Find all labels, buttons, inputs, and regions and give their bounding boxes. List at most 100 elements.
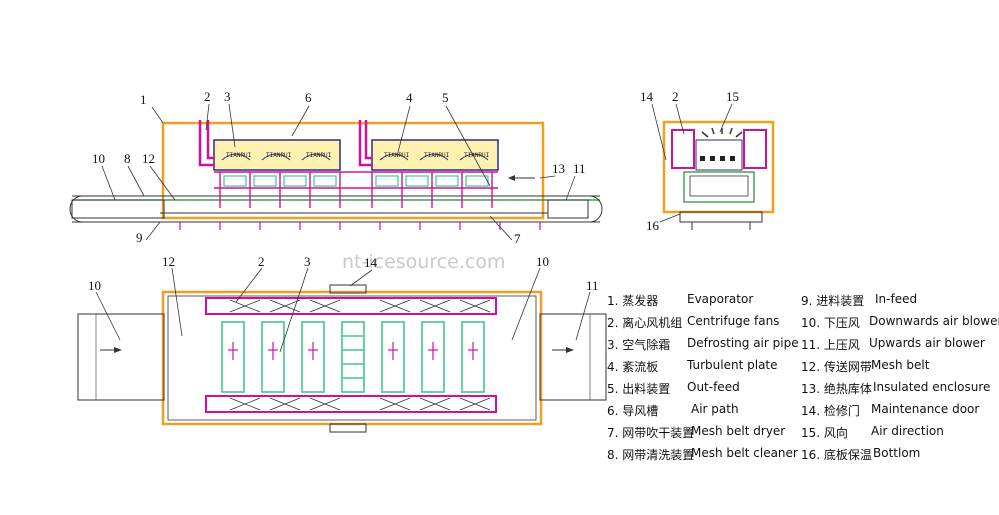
fan-panel-label: TIANRUI xyxy=(464,152,490,159)
callout-10: 10 xyxy=(536,254,549,269)
legend-zh: 12. 传送网带 xyxy=(801,360,872,374)
plan-outfeed-inner xyxy=(539,313,591,401)
callout-3: 3 xyxy=(224,89,231,104)
legend-en: Downwards air blower xyxy=(869,314,999,328)
legend-en: Insulated enclosure xyxy=(873,380,991,394)
legend-en: Mesh belt cleaner xyxy=(691,446,798,460)
legend-zh: 3. 空气除霜 xyxy=(607,338,671,352)
legend-en: Evaporator xyxy=(687,292,754,306)
plan-outfeed xyxy=(539,313,607,401)
callout-14: 14 xyxy=(364,255,378,270)
defrost-pipe-right xyxy=(358,120,372,167)
callout-12: 12 xyxy=(142,151,155,166)
defrost-pipe-left-2 xyxy=(206,120,214,160)
evaporator-right xyxy=(371,139,499,171)
callout-10: 10 xyxy=(88,278,101,293)
outfeed-roller xyxy=(589,195,603,223)
plan-infeed xyxy=(77,313,165,401)
infeed-box xyxy=(71,199,165,219)
end-belt-zone xyxy=(683,171,755,203)
callout-13: 13 xyxy=(552,161,565,176)
leaders-side xyxy=(101,103,576,241)
plan-blowers xyxy=(228,342,478,360)
fan-panel-label: TIANRUI xyxy=(226,152,252,159)
callout-16: 16 xyxy=(646,218,660,233)
plan-view: 12 2 3 14 10 11 10 xyxy=(77,254,607,433)
plan-fan-crosses xyxy=(229,299,491,411)
plan-maintenance-door-bottom xyxy=(329,423,367,433)
legend-en: Mesh belt dryer xyxy=(691,424,786,438)
plan-leaders xyxy=(95,267,591,353)
legend-zh: 5. 出料装置 xyxy=(607,382,671,396)
plan-enclosure-inner xyxy=(167,295,537,421)
callout-2: 2 xyxy=(204,89,211,104)
callout-7: 7 xyxy=(514,231,521,246)
plan-arrow-infeed xyxy=(114,347,122,353)
legend-en: Upwards air blower xyxy=(869,336,985,350)
side-view: TIANRUI TIANRUI TIANRUI TIANRUI TIANRUI … xyxy=(69,89,603,246)
outfeed-box xyxy=(547,199,589,219)
legend-zh: 1. 蒸发器 xyxy=(607,294,659,308)
legend-en: Bottlom xyxy=(873,446,921,460)
plan-fans-top xyxy=(205,297,497,315)
legend-zh: 16. 底板保温 xyxy=(801,448,872,462)
end-fan-box-left xyxy=(671,129,695,169)
legend-en: Air path xyxy=(691,402,739,416)
callout-14: 14 xyxy=(640,89,654,104)
callout-10: 10 xyxy=(92,151,105,166)
fan-panel-label: TIANRUI xyxy=(424,152,450,159)
infeed-roller xyxy=(69,195,83,223)
end-belt-inner xyxy=(689,175,749,197)
watermark: nt-icesource.com xyxy=(342,251,505,273)
legend-zh: 4. 紊流板 xyxy=(607,360,659,374)
legend-zh: 9. 进料装置 xyxy=(801,294,865,308)
defrost-pipe-left xyxy=(198,120,214,167)
callout-8: 8 xyxy=(124,151,131,166)
legend-en: Mesh belt xyxy=(871,358,930,372)
legend-zh: 14. 检修门 xyxy=(801,404,860,418)
legend-en: Defrosting air pipe xyxy=(687,336,799,350)
legend-zh: 13. 绝热库体 xyxy=(801,382,872,396)
fan-panel-label: TIANRUI xyxy=(266,152,292,159)
legend-en: Maintenance door xyxy=(871,402,980,416)
plates-green-side xyxy=(223,175,489,187)
plan-fans-bottom xyxy=(205,395,497,413)
end-grid xyxy=(700,156,735,161)
callout-3: 3 xyxy=(304,254,311,269)
callout-2: 2 xyxy=(672,89,679,104)
legend-en: Turbulent plate xyxy=(687,358,778,372)
legend-zh: 11. 上压风 xyxy=(801,338,860,352)
fan-panel-label: TIANRUI xyxy=(306,152,332,159)
end-leaders xyxy=(651,103,733,223)
end-base xyxy=(679,211,763,223)
plan-arrow-outfeed xyxy=(566,347,574,353)
legend-en: Air direction xyxy=(871,424,944,438)
callout-4: 4 xyxy=(406,90,413,105)
callout-1: 1 xyxy=(140,92,147,107)
callout-2: 2 xyxy=(258,254,265,269)
legend-zh: 7. 网带吹干装置 xyxy=(607,426,695,440)
fan-housings xyxy=(221,153,489,161)
plan-infeed-inner xyxy=(95,313,165,401)
end-fan-box-right xyxy=(743,129,767,169)
air-path-arrowhead xyxy=(508,175,515,181)
side-enclosure xyxy=(161,121,545,220)
callout-12: 12 xyxy=(162,254,175,269)
legend-zh: 2. 离心风机组 xyxy=(607,316,683,330)
legend-en: Out-feed xyxy=(687,380,740,394)
callout-5: 5 xyxy=(442,90,449,105)
callout-6: 6 xyxy=(305,90,312,105)
turbulent-plates-side xyxy=(214,171,498,208)
plan-maintenance-door-top xyxy=(329,284,367,294)
belt-supports xyxy=(179,222,541,230)
end-evaporator xyxy=(695,139,743,171)
defrost-pipe-right-2 xyxy=(364,120,372,160)
callout-11: 11 xyxy=(573,161,586,176)
legend-en: In-feed xyxy=(875,292,918,306)
legend-zh: 15. 风向 xyxy=(801,426,848,440)
callout-11: 11 xyxy=(586,278,599,293)
callout-15: 15 xyxy=(726,89,739,104)
legend-zh: 6. 导风槽 xyxy=(607,404,659,418)
end-view: 14 2 15 16 xyxy=(640,89,775,233)
